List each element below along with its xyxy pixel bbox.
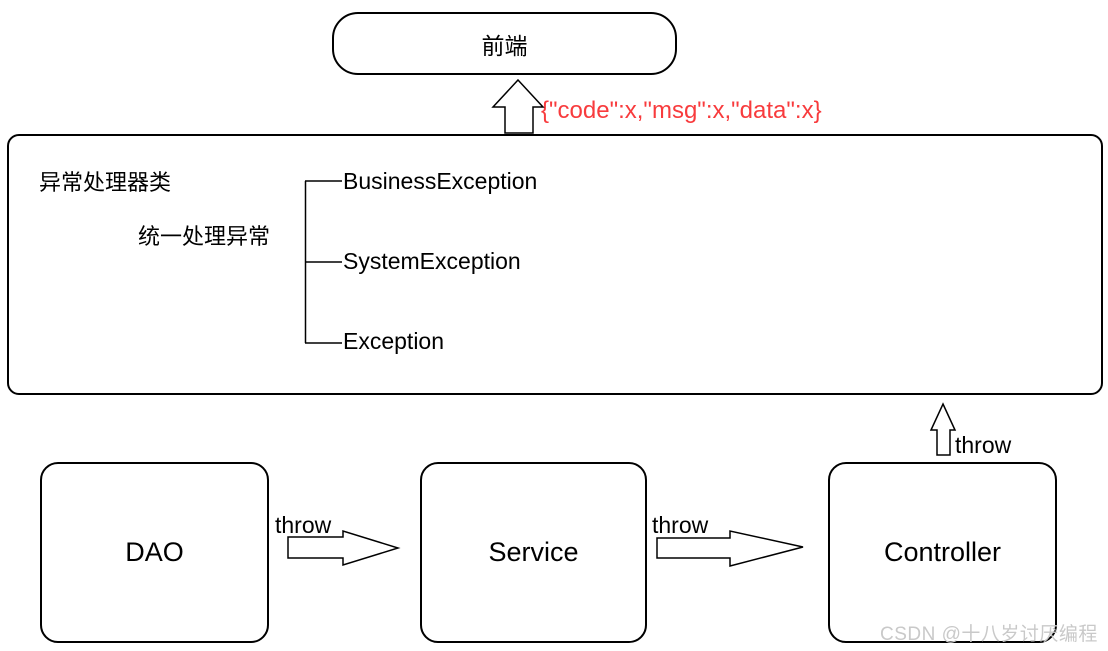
service-label: Service bbox=[488, 537, 579, 567]
controller-box: Controller bbox=[828, 462, 1057, 643]
throw-label-dao-service: throw bbox=[275, 512, 332, 538]
handler-title: 异常处理器类 bbox=[39, 170, 172, 195]
frontend-box: 前端 bbox=[332, 12, 677, 75]
arrow-up-to-frontend-icon bbox=[491, 78, 545, 134]
dao-box: DAO bbox=[40, 462, 269, 643]
exception-item-system: SystemException bbox=[343, 248, 521, 274]
dao-label: DAO bbox=[125, 537, 184, 567]
watermark: CSDN @十八岁讨厌编程 bbox=[880, 624, 1098, 645]
throw-label-service-controller: throw bbox=[652, 512, 709, 538]
frontend-label: 前端 bbox=[481, 32, 528, 59]
exception-item-business: BusinessException bbox=[343, 168, 538, 194]
controller-label: Controller bbox=[883, 537, 1002, 567]
exception-handler-panel bbox=[7, 134, 1103, 395]
exception-item-exception: Exception bbox=[343, 328, 445, 354]
throw-label-controller-handler: throw bbox=[955, 432, 1012, 458]
response-json-label: {"code":x,"msg":x,"data":x} bbox=[541, 97, 822, 124]
service-box: Service bbox=[420, 462, 647, 643]
arrow-up-controller-handler-icon bbox=[929, 402, 957, 456]
handler-subtitle: 统一处理异常 bbox=[138, 224, 271, 249]
